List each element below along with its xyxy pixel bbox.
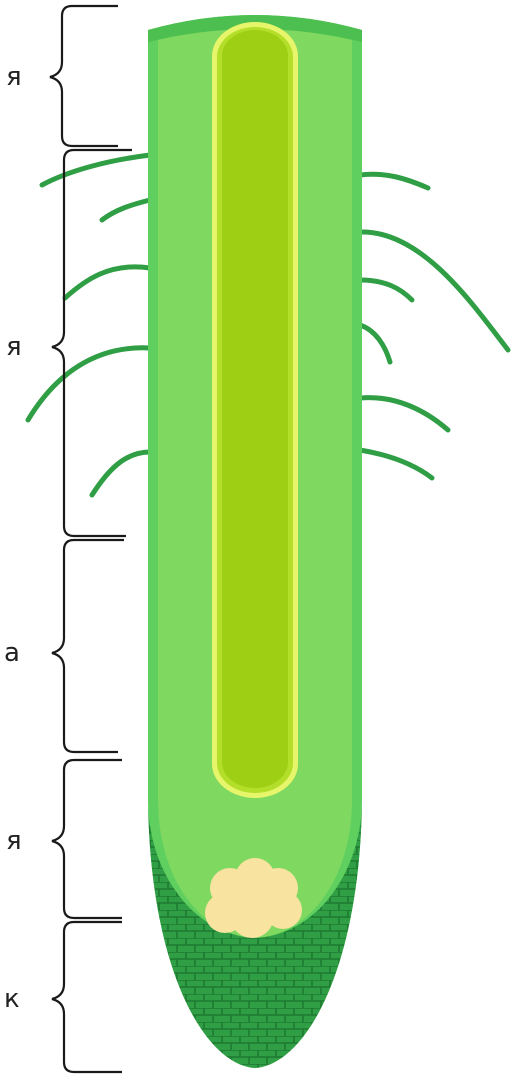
bracket-zone-3 <box>52 540 124 752</box>
root-hairs-left <box>28 155 150 495</box>
zone-label-4: я <box>6 826 22 856</box>
root-hair <box>92 452 150 495</box>
root-hairs-right <box>360 174 508 478</box>
root-hair <box>360 450 432 478</box>
zone-label-2: я <box>6 332 22 362</box>
root-hair <box>360 325 390 362</box>
vascular-cylinder-core <box>222 30 288 788</box>
bracket-zone-5 <box>52 922 122 1072</box>
root-hair <box>360 232 508 350</box>
root-hair <box>28 348 150 420</box>
root-hair <box>65 267 150 298</box>
root-hair <box>360 174 428 188</box>
root-hair <box>360 280 412 300</box>
root-hair <box>42 155 150 185</box>
zone-label-5: к <box>4 984 20 1014</box>
root-hair <box>360 398 448 430</box>
bracket-zone-4 <box>52 760 122 918</box>
bracket-zone-1 <box>50 6 118 146</box>
zone-label-1: я <box>6 62 22 92</box>
root-hair <box>102 200 150 220</box>
zone-label-3: а <box>4 638 20 668</box>
